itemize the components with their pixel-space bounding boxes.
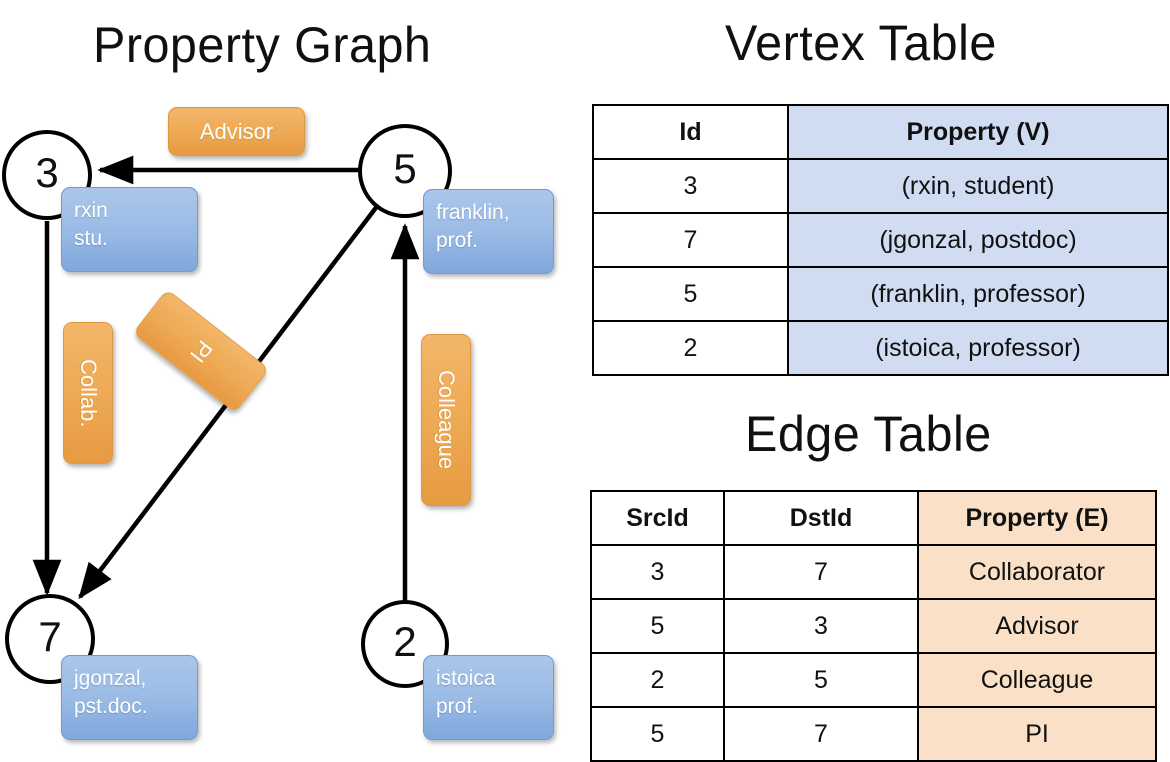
vertex-property-box-7: jgonzal, pst.doc. [61,655,198,740]
vertex-table: Id Property (V) 3 (rxin, student) 7 (jgo… [592,104,1169,376]
vertex-property-box-3-line2: stu. [74,226,108,250]
edge-row-2-property: Colleague [917,652,1157,708]
page-title-vertex-table: Vertex Table [725,15,997,71]
vertex-row-3-property: (istoica, professor) [787,320,1169,376]
edge-table-header-dstid: DstId [723,490,919,546]
table-row[interactable]: 5 (franklin, professor) [592,266,1169,322]
edge-label-pi-text: PI [185,335,218,368]
edge-label-advisor: Advisor [168,107,305,156]
vertex-property-box-3-line1: rxin [74,199,108,222]
edge-label-collab: Collab. [63,322,113,464]
vertex-row-2-property: (franklin, professor) [787,266,1169,322]
table-row[interactable]: 2 (istoica, professor) [592,320,1169,376]
edge-row-3-src: 5 [590,706,725,762]
vertex-property-box-2-line2: prof. [436,694,479,718]
edge-row-0-dst: 7 [723,544,919,600]
vertex-property-box-2-line1: istoica [436,667,496,690]
table-row[interactable]: 5 3 Advisor [590,598,1157,654]
vertex-row-0-property: (rxin, student) [787,158,1169,214]
edge-row-1-property: Advisor [917,598,1157,654]
vertex-table-header-property: Property (V) [787,104,1169,160]
vertex-property-box-5-line1: franklin, [436,201,510,224]
vertex-property-box-7-line2: pst.doc. [74,694,148,718]
table-row[interactable]: 3 (rxin, student) [592,158,1169,214]
table-row[interactable]: 7 (jgonzal, postdoc) [592,212,1169,268]
edge-label-advisor-text: Advisor [199,118,274,144]
vertex-property-box-5-line2: prof. [436,228,479,252]
table-row[interactable]: 5 7 PI [590,706,1157,762]
edge-row-0-src: 3 [590,544,725,600]
graph-node-2[interactable]: 2 [361,600,449,688]
graph-node-5-label: 5 [393,145,417,192]
page-title-edge-table: Edge Table [745,406,992,462]
vertex-property-box-2: istoica prof. [423,655,554,740]
edge-table: SrcId DstId Property (E) 3 7 Collaborato… [590,490,1157,762]
edge-table-header-property: Property (E) [917,490,1157,546]
graph-node-7-label: 7 [38,613,62,660]
edge-row-3-property: PI [917,706,1157,762]
vertex-row-0-id: 3 [592,158,789,214]
edge-row-2-src: 2 [590,652,725,708]
edge-label-colleague-text: Colleague [434,370,459,470]
vertex-row-3-id: 2 [592,320,789,376]
vertex-row-2-id: 5 [592,266,789,322]
vertex-table-header-id: Id [592,104,789,160]
edge-table-header-row: SrcId DstId Property (E) [590,490,1157,546]
edge-row-0-property: Collaborator [917,544,1157,600]
property-graph-panel: Property Graph 3 5 7 2 rxin stu. frankli… [0,0,585,760]
edge-table-header-srcid: SrcId [590,490,725,546]
vertex-row-1-id: 7 [592,212,789,268]
graph-node-5[interactable]: 5 [358,124,452,218]
table-row[interactable]: 2 5 Colleague [590,652,1157,708]
vertex-row-1-property: (jgonzal, postdoc) [787,212,1169,268]
table-row[interactable]: 3 7 Collaborator [590,544,1157,600]
vertex-table-header-row: Id Property (V) [592,104,1169,160]
graph-node-3-label: 3 [35,149,59,196]
edge-row-1-dst: 3 [723,598,919,654]
edge-row-3-dst: 7 [723,706,919,762]
graph-node-2-label: 2 [393,618,417,665]
vertex-property-box-7-line1: jgonzal, [74,667,147,690]
vertex-property-box-3: rxin stu. [61,187,198,272]
edge-label-collab-text: Collab. [76,358,101,428]
edge-label-colleague: Colleague [421,334,471,506]
page-title-property-graph: Property Graph [93,17,432,73]
edge-row-2-dst: 5 [723,652,919,708]
edge-row-1-src: 5 [590,598,725,654]
vertex-property-box-5: franklin, prof. [423,189,554,274]
